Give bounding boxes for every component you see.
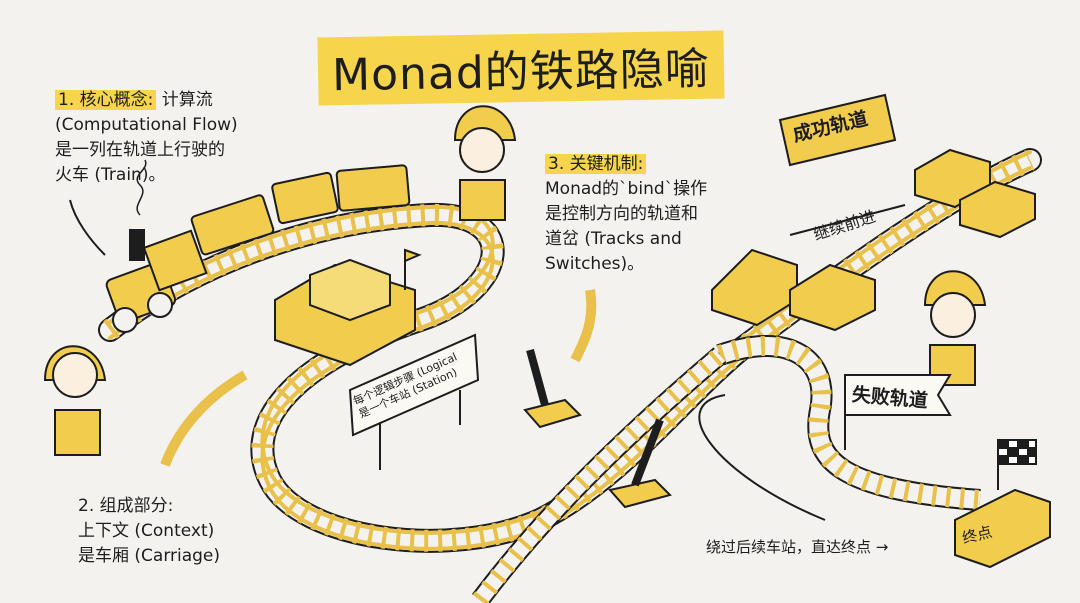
section1-line: 是一列在轨道上行驶的	[55, 140, 225, 160]
train	[105, 159, 411, 333]
section3-line: Monad的`bind`操作	[545, 179, 708, 199]
bypass-arrow	[698, 394, 826, 521]
section1-heading: 1. 核心概念:	[55, 90, 157, 110]
terminal-box	[954, 488, 1051, 569]
page-title: Monad的铁路隐喻	[317, 30, 725, 106]
failure-flag	[844, 374, 952, 416]
section1-line: 火车 (Train)。	[55, 165, 166, 185]
section1-heading-rest: 计算流	[161, 90, 213, 110]
success-flag	[778, 93, 897, 167]
smokestack	[129, 229, 145, 261]
carriage	[190, 194, 275, 256]
bypass-label: 绕过后续车站，直达终点 →	[706, 538, 889, 556]
section-core-concept: 1. 核心概念: 计算流 (Computational Flow) 是一列在轨道…	[55, 88, 238, 188]
arrow-to-train	[69, 199, 106, 256]
section1-line: (Computational Flow)	[55, 115, 238, 135]
station-sign	[348, 333, 480, 470]
section2-line: 上下文 (Context)	[78, 521, 215, 541]
failure-track	[716, 335, 981, 511]
arrows	[69, 199, 906, 521]
arrow-to-switch	[570, 289, 597, 363]
flags	[778, 93, 1051, 569]
arrow-to-carriage	[160, 370, 248, 467]
section-key-mechanism: 3. 关键机制: Monad的`bind`操作 是控制方向的轨道和 道岔 (Tr…	[545, 152, 707, 277]
carriage	[335, 164, 411, 212]
people	[43, 105, 987, 456]
section2-line: 是车厢 (Carriage)	[78, 546, 221, 566]
carriage	[271, 171, 339, 225]
section3-line: 道岔 (Tracks and	[545, 229, 682, 249]
stations	[274, 148, 1036, 367]
continue-arrow	[789, 204, 906, 236]
section3-line: Switches)。	[545, 254, 645, 274]
section3-heading: 3. 关键机制:	[545, 154, 647, 174]
section3-line: 是控制方向的轨道和	[545, 204, 698, 224]
section2-heading: 2. 组成部分:	[78, 496, 174, 516]
switch-levers	[523, 348, 672, 509]
branch-track	[472, 347, 727, 603]
section-components: 2. 组成部分: 上下文 (Context) 是车厢 (Carriage)	[78, 494, 220, 569]
